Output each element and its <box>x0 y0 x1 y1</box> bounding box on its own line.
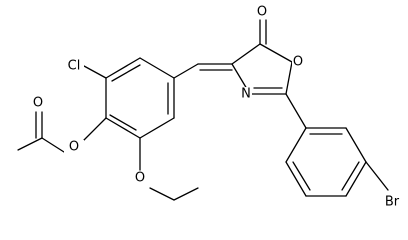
atom-label: N <box>241 87 251 102</box>
bond <box>285 93 307 129</box>
bond <box>111 64 141 82</box>
bond <box>345 127 367 163</box>
atom-label: O <box>69 140 79 155</box>
atom-ring-nitrogen: N <box>240 87 252 102</box>
bond <box>17 137 43 151</box>
bond <box>231 43 261 65</box>
bond <box>365 161 389 191</box>
bond <box>149 187 175 201</box>
atom-label-layer: O O N Cl Br O O O <box>32 5 402 210</box>
bond <box>83 65 107 79</box>
bond <box>105 117 141 139</box>
bond <box>259 43 293 63</box>
bond <box>41 137 65 153</box>
bond <box>173 187 199 201</box>
atom-label: Cl <box>68 59 81 74</box>
atom-bromine: Br <box>382 195 402 210</box>
bond <box>173 63 199 79</box>
bond-layer <box>17 19 389 201</box>
bond <box>109 114 137 131</box>
atom-acetyl-oxygen: O <box>32 96 44 111</box>
chemical-structure-diagram: O O N Cl Br O O O <box>17 4 402 210</box>
atom-label: O <box>293 55 303 70</box>
bond <box>285 61 293 95</box>
bond <box>105 57 141 79</box>
atom-carbonyl-oxygen: O <box>256 5 268 20</box>
bond <box>139 57 175 79</box>
atom-label: Br <box>385 195 400 210</box>
bond <box>83 117 107 141</box>
bond <box>341 161 360 191</box>
bond <box>285 161 307 197</box>
bond <box>285 127 307 163</box>
atom-label: O <box>257 5 267 20</box>
bond <box>345 161 367 197</box>
atom-chlorine: Cl <box>64 59 84 74</box>
atom-label: O <box>33 96 43 111</box>
atom-label: O <box>135 171 145 186</box>
atom-ester-oxygen: O <box>64 140 84 155</box>
bond <box>139 117 175 139</box>
bond <box>292 161 311 191</box>
atom-ethoxy-oxygen: O <box>134 171 146 186</box>
atom-ring-oxygen: O <box>292 55 304 70</box>
